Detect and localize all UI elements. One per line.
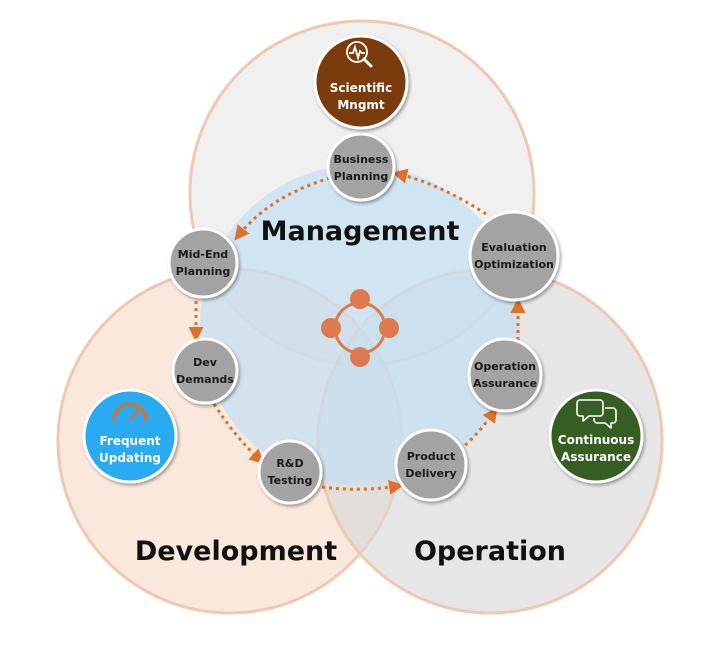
management-label: Management [261, 216, 460, 247]
step-label-line2: Delivery [405, 467, 456, 480]
badge-label-line2: Mngmt [337, 98, 385, 112]
cycle-arrows [188, 168, 526, 495]
step-label-line2: Testing [268, 474, 313, 487]
step-label-line2: Planning [334, 170, 388, 183]
badge-label-line2: Assurance [561, 450, 631, 464]
arrow-rdtesting-to-productdelivery [321, 479, 404, 495]
step-product-delivery: Product Delivery [394, 428, 468, 502]
magnifier-pulse-icon [346, 41, 373, 68]
chat-bubbles-icon [576, 399, 617, 429]
badge-scientific-mngmt: Scientific Mngmt [313, 34, 409, 130]
step-operation-assurance: Operation Assurance [467, 337, 543, 413]
badge-label-line1: Continuous [558, 433, 634, 447]
step-label-line1: Product [407, 450, 456, 463]
badge-continuous-assurance: Continuous Assurance [548, 388, 644, 484]
step-label-line1: R&D [276, 457, 303, 470]
step-business-planning: Business Planning [326, 132, 396, 202]
step-label-line1: Operation [474, 360, 536, 373]
badge-frequent-updating: Frequent Updating [82, 388, 178, 484]
step-dev-demands: Dev Demands [171, 337, 239, 405]
step-label-line1: Dev [193, 356, 218, 369]
step-label-line2: Demands [176, 373, 234, 386]
cycle-disc [200, 165, 520, 485]
step-label-line2: Planning [176, 265, 230, 278]
arrow-devdemands-to-rdtesting [212, 403, 265, 465]
speedometer-icon [112, 402, 148, 422]
development-label: Development [135, 536, 337, 567]
badge-label-line1: Scientific [330, 81, 392, 95]
step-mid-end-planning: Mid-End Planning [167, 227, 239, 299]
badge-label-line2: Updating [99, 451, 161, 465]
center-cycle-icon [321, 289, 399, 367]
step-evaluation-optimization: Evaluation Optimization [468, 210, 560, 302]
step-label-line2: Assurance [473, 377, 537, 390]
step-rd-testing: R&D Testing [257, 439, 323, 505]
step-label-line2: Optimization [474, 258, 554, 271]
step-label-line1: Mid-End [178, 248, 228, 261]
arrow-evaluation-to-business [392, 168, 487, 216]
badge-label-line1: Frequent [99, 434, 160, 448]
step-label-line1: Business [334, 153, 389, 166]
step-label-line1: Evaluation [481, 241, 547, 254]
operation-label: Operation [414, 536, 566, 567]
arrow-business-to-midend [234, 176, 331, 241]
